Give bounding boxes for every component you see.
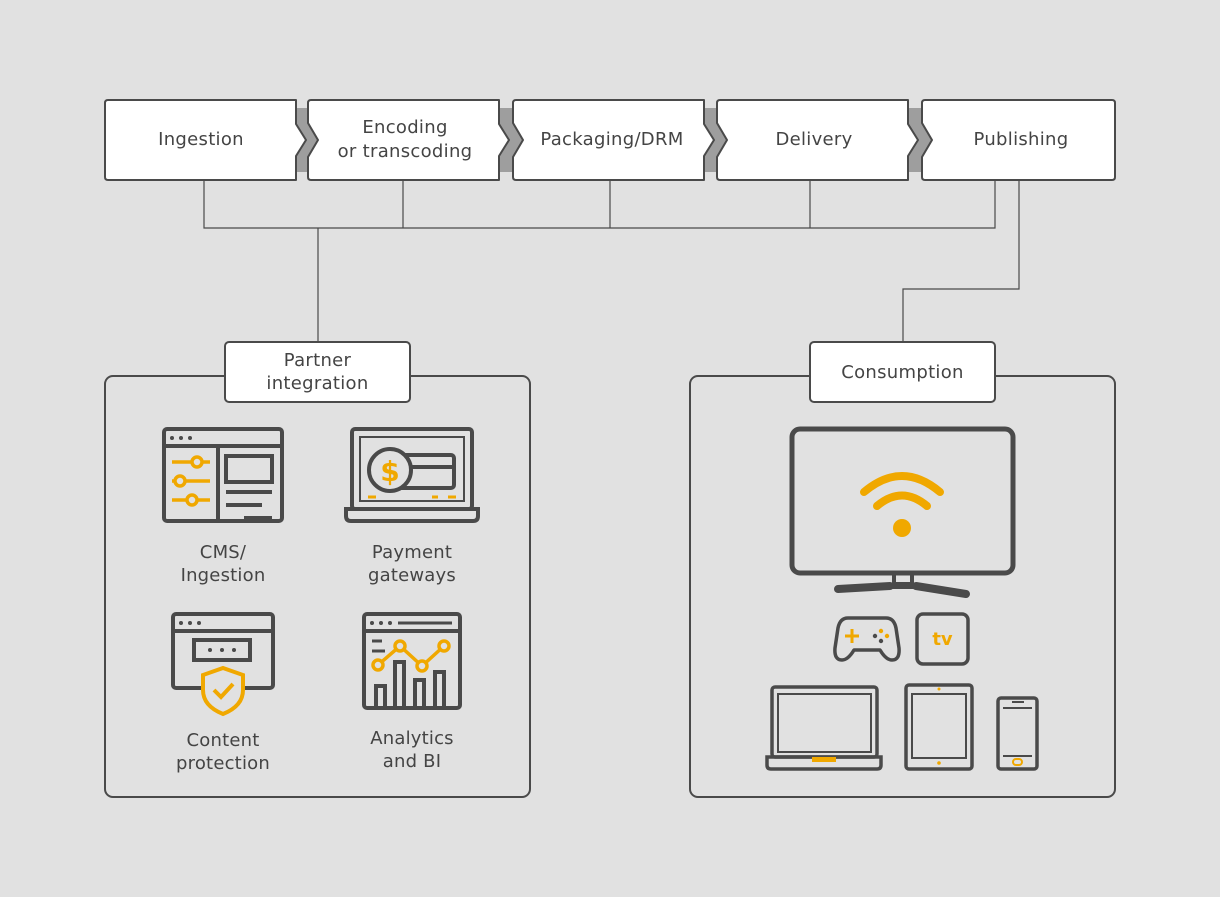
partner-title-text: Partner integration — [266, 350, 369, 394]
apple-tv-label: tv — [932, 628, 953, 650]
svg-text:$: $ — [380, 455, 399, 488]
connector-lines — [203, 180, 1020, 342]
step-packaging-label: Packaging/DRM — [540, 129, 684, 150]
consumption-title-text: Consumption — [841, 361, 964, 383]
step-publishing-label: Publishing — [973, 129, 1069, 150]
step-encoding-label: Encoding or transcoding — [337, 117, 473, 162]
step-publishing: Publishing — [928, 100, 1114, 180]
analytics-chart-icon — [362, 612, 462, 710]
smartphone-icon — [996, 696, 1039, 771]
consumption-title-box — [809, 341, 996, 403]
partner-title: Partner integration — [225, 342, 410, 402]
step-encoding: Encoding or transcoding — [316, 100, 494, 180]
analytics-caption: Analytics and BI — [370, 728, 454, 772]
step-delivery-shape — [716, 99, 919, 181]
gamepad-icon — [833, 616, 901, 662]
payment-caption: Payment gateways — [368, 542, 456, 586]
consumption-title: Consumption — [810, 342, 995, 402]
partner-title-box — [224, 341, 411, 403]
cms-settings-icon — [162, 427, 284, 523]
tablet-icon — [904, 683, 974, 771]
step-publishing-shape — [921, 99, 1116, 181]
step-delivery: Delivery — [722, 100, 906, 180]
step-packaging: Packaging/DRM — [520, 100, 704, 180]
payment-laptop-icon: $ — [344, 427, 480, 523]
step-ingestion-shape — [104, 99, 307, 181]
protection-caption: Content protection — [176, 730, 270, 774]
shield-check-icon — [171, 612, 275, 717]
step-packaging-shape — [512, 99, 715, 181]
cms-caption: CMS/ Ingestion — [180, 542, 266, 586]
step-ingestion: Ingestion — [105, 100, 297, 180]
tv-wifi-icon — [789, 426, 1016, 598]
step-delivery-label: Delivery — [775, 129, 853, 150]
laptop-icon — [765, 685, 883, 771]
step-ingestion-label: Ingestion — [158, 129, 244, 150]
apple-tv-icon — [915, 612, 970, 666]
step-encoding-shape — [307, 99, 510, 181]
